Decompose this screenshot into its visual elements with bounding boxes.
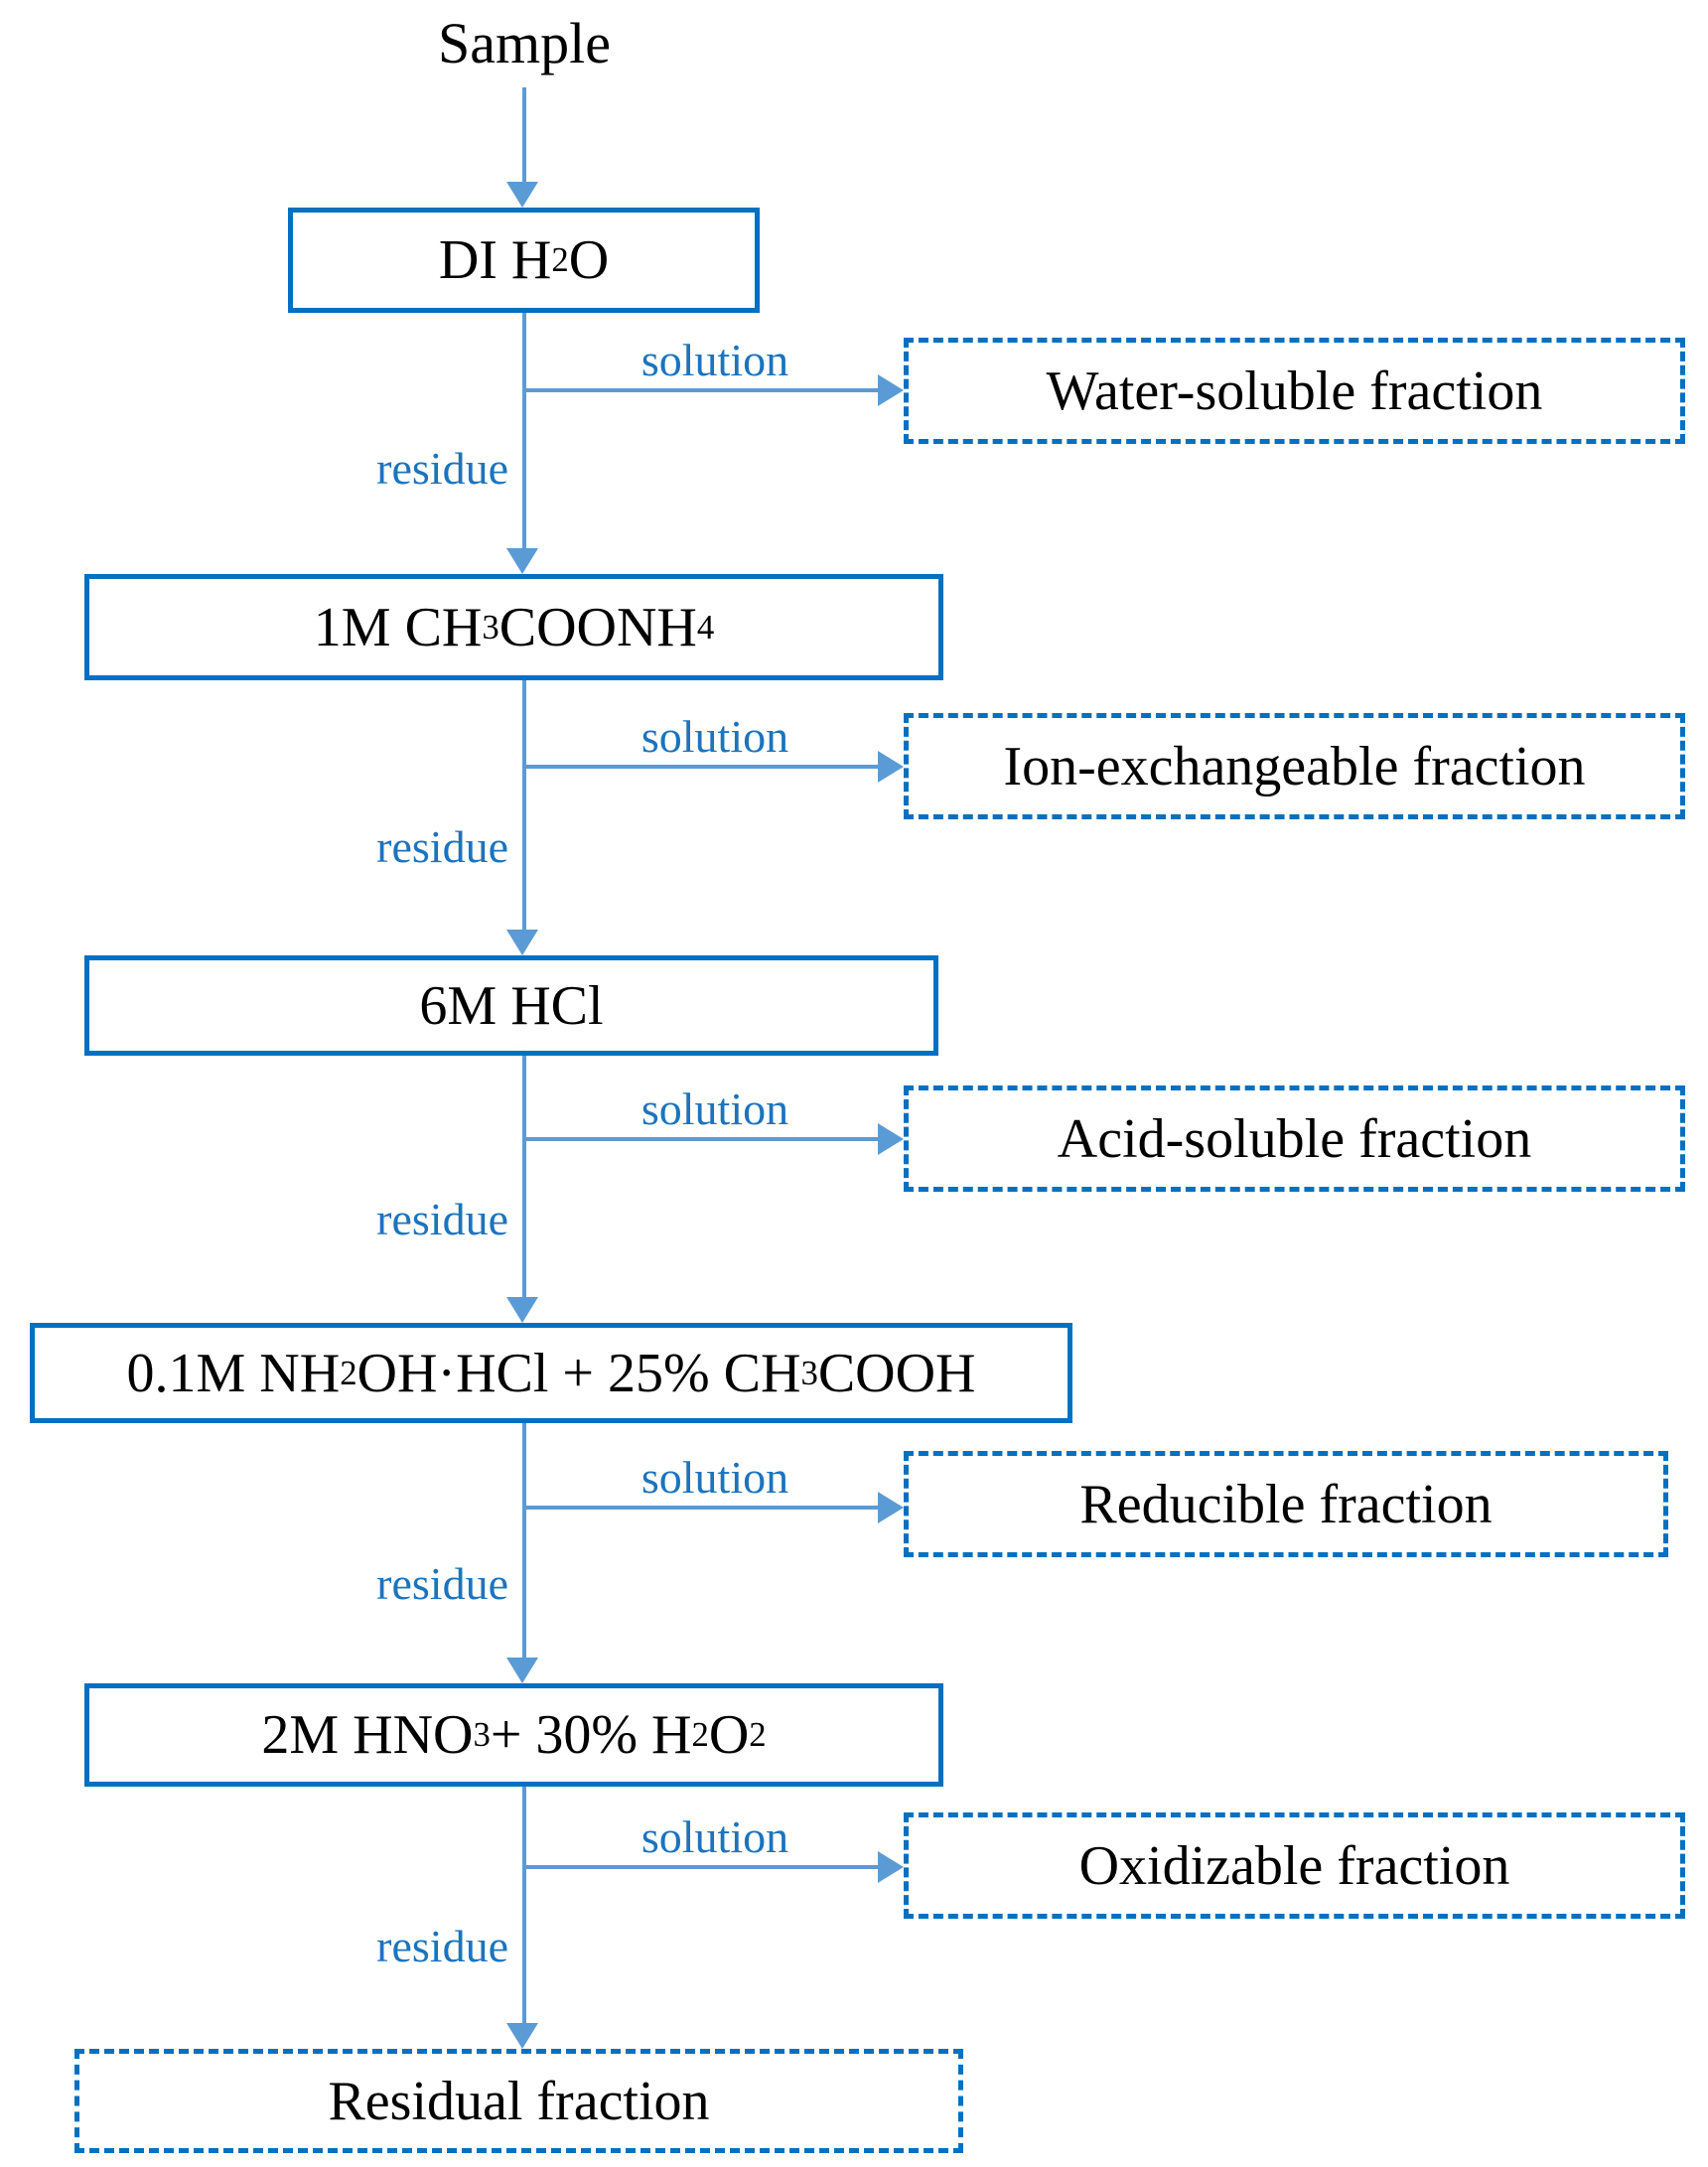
- connector-line: [522, 1787, 526, 2023]
- arrow-right-icon: [878, 1123, 904, 1155]
- connector-line: [522, 87, 526, 182]
- solution-label: solution: [640, 711, 789, 762]
- arrow-right-icon: [878, 1851, 904, 1883]
- fraction-box-reducible: Reducible fraction: [904, 1451, 1668, 1557]
- branch-line: [524, 388, 878, 392]
- solution-label: solution: [640, 1084, 789, 1134]
- reagent-box-hcl: 6M HCl: [84, 955, 938, 1056]
- arrow-down-icon: [506, 548, 538, 574]
- branch-line: [524, 1506, 878, 1510]
- fraction-box-water-soluble: Water-soluble fraction: [904, 338, 1685, 444]
- residue-label: residue: [376, 1921, 508, 1971]
- arrow-down-icon: [506, 930, 538, 955]
- residue-label: residue: [376, 1194, 508, 1244]
- solution-label: solution: [640, 335, 789, 385]
- arrow-down-icon: [506, 1658, 538, 1683]
- start-node-label: Sample: [438, 11, 611, 75]
- solution-label: solution: [640, 1452, 789, 1503]
- residue-label: residue: [376, 821, 508, 872]
- fraction-box-acid-soluble: Acid-soluble fraction: [904, 1085, 1685, 1192]
- residue-label: residue: [376, 443, 508, 494]
- residue-label: residue: [376, 1558, 508, 1609]
- connector-line: [522, 313, 526, 548]
- fraction-box-ion-exchangeable: Ion-exchangeable fraction: [904, 713, 1685, 819]
- arrow-right-icon: [878, 1492, 904, 1523]
- branch-line: [524, 1865, 878, 1869]
- connector-line: [522, 1056, 526, 1297]
- arrow-down-icon: [506, 182, 538, 208]
- solution-label: solution: [640, 1811, 789, 1862]
- fraction-box-residual: Residual fraction: [74, 2049, 963, 2153]
- arrow-right-icon: [878, 374, 904, 406]
- connector-line: [522, 1423, 526, 1658]
- arrow-right-icon: [878, 751, 904, 783]
- connector-line: [522, 680, 526, 930]
- branch-line: [524, 1137, 878, 1141]
- fraction-box-oxidizable: Oxidizable fraction: [904, 1812, 1685, 1919]
- arrow-down-icon: [506, 2023, 538, 2049]
- branch-line: [524, 765, 878, 769]
- arrow-down-icon: [506, 1297, 538, 1323]
